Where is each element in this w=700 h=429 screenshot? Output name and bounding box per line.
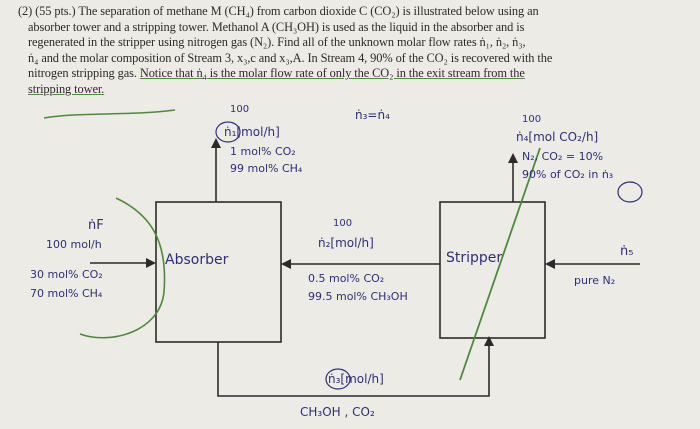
stream3-rate: ṅ₃[mol/h] [328, 372, 384, 386]
circle-n3-bottom [325, 368, 351, 390]
problem-line-6: stripping tower. [28, 81, 105, 96]
stream2-value: 100 [333, 218, 353, 229]
stream3-comp: CH₃OH , CO₂ [300, 405, 375, 419]
stream4-rate: ṅ₄[mol CO₂/h] [516, 130, 599, 144]
problem-line-1: (2) (55 pts.) The separation of methane … [18, 4, 539, 18]
feed-comp-ch4: 70 mol% CH₄ [30, 287, 103, 300]
stream2-comp-ch3oh: 99.5 mol% CH₃OH [308, 290, 408, 303]
feed-rate: 100 mol/h [46, 238, 102, 251]
green-diagonal-line [459, 147, 541, 381]
problem-line-5b: Notice that ṅ₄ is the molar flow rate of… [139, 66, 525, 81]
stream1-comp-ch4: 99 mol% CH₄ [230, 162, 303, 175]
stream4-arrowhead [508, 153, 518, 163]
green-underline-squiggle [43, 109, 176, 119]
problem-line-5a: nitrogen stripping gas. [28, 66, 140, 81]
circle-n3 [617, 181, 643, 203]
green-curve [79, 197, 166, 339]
stream1-value: 100 [230, 104, 250, 115]
stream4-comp-n2: N₂, CO₂ = 10% [522, 150, 604, 163]
stream5-comp: pure N₂ [574, 274, 616, 287]
stream1-rate: ṅ₁[mol/h] [224, 125, 280, 139]
problem-line-2: absorber tower and a stripping tower. Me… [28, 19, 525, 34]
absorber-box [155, 201, 282, 343]
stream5-arrowhead [545, 259, 555, 269]
circle-n1 [215, 121, 241, 143]
stream5-name: ṅ₅ [620, 244, 634, 259]
stripper-label: Stripper [446, 250, 503, 266]
stripper-box [439, 201, 546, 339]
absorber-label: Absorber [165, 252, 229, 268]
stream1-comp-co2: 1 mol% CO₂ [230, 145, 296, 158]
stream4-comp-recovery: 90% of CO₂ in ṅ₃ [522, 168, 614, 181]
problem-line-4: ṅ₄ and the molar composition of Stream 3… [28, 50, 553, 65]
problem-line-5: nitrogen stripping gas. Notice that ṅ₄ i… [18, 66, 696, 82]
n3-equals-n4: ṅ₃=ṅ₄ [355, 108, 390, 122]
stream2-comp-co2: 0.5 mol% CO₂ [308, 272, 385, 285]
stream1-arrowhead [211, 138, 221, 148]
stream2-arrowhead [281, 259, 291, 269]
feed-arrowhead [146, 258, 156, 268]
stream2-rate: ṅ₂[mol/h] [318, 236, 374, 250]
stream3-line [217, 338, 490, 397]
stream3-arrowhead [484, 336, 494, 346]
feed-comp-co2: 30 mol% CO₂ [30, 268, 103, 281]
problem-statement: (2) (55 pts.) The separation of methane … [18, 4, 696, 98]
stream4-value: 100 [522, 114, 542, 125]
problem-line-3: regenerated in the stripper using nitrog… [28, 35, 526, 50]
feed-name: ṅF [88, 218, 104, 233]
